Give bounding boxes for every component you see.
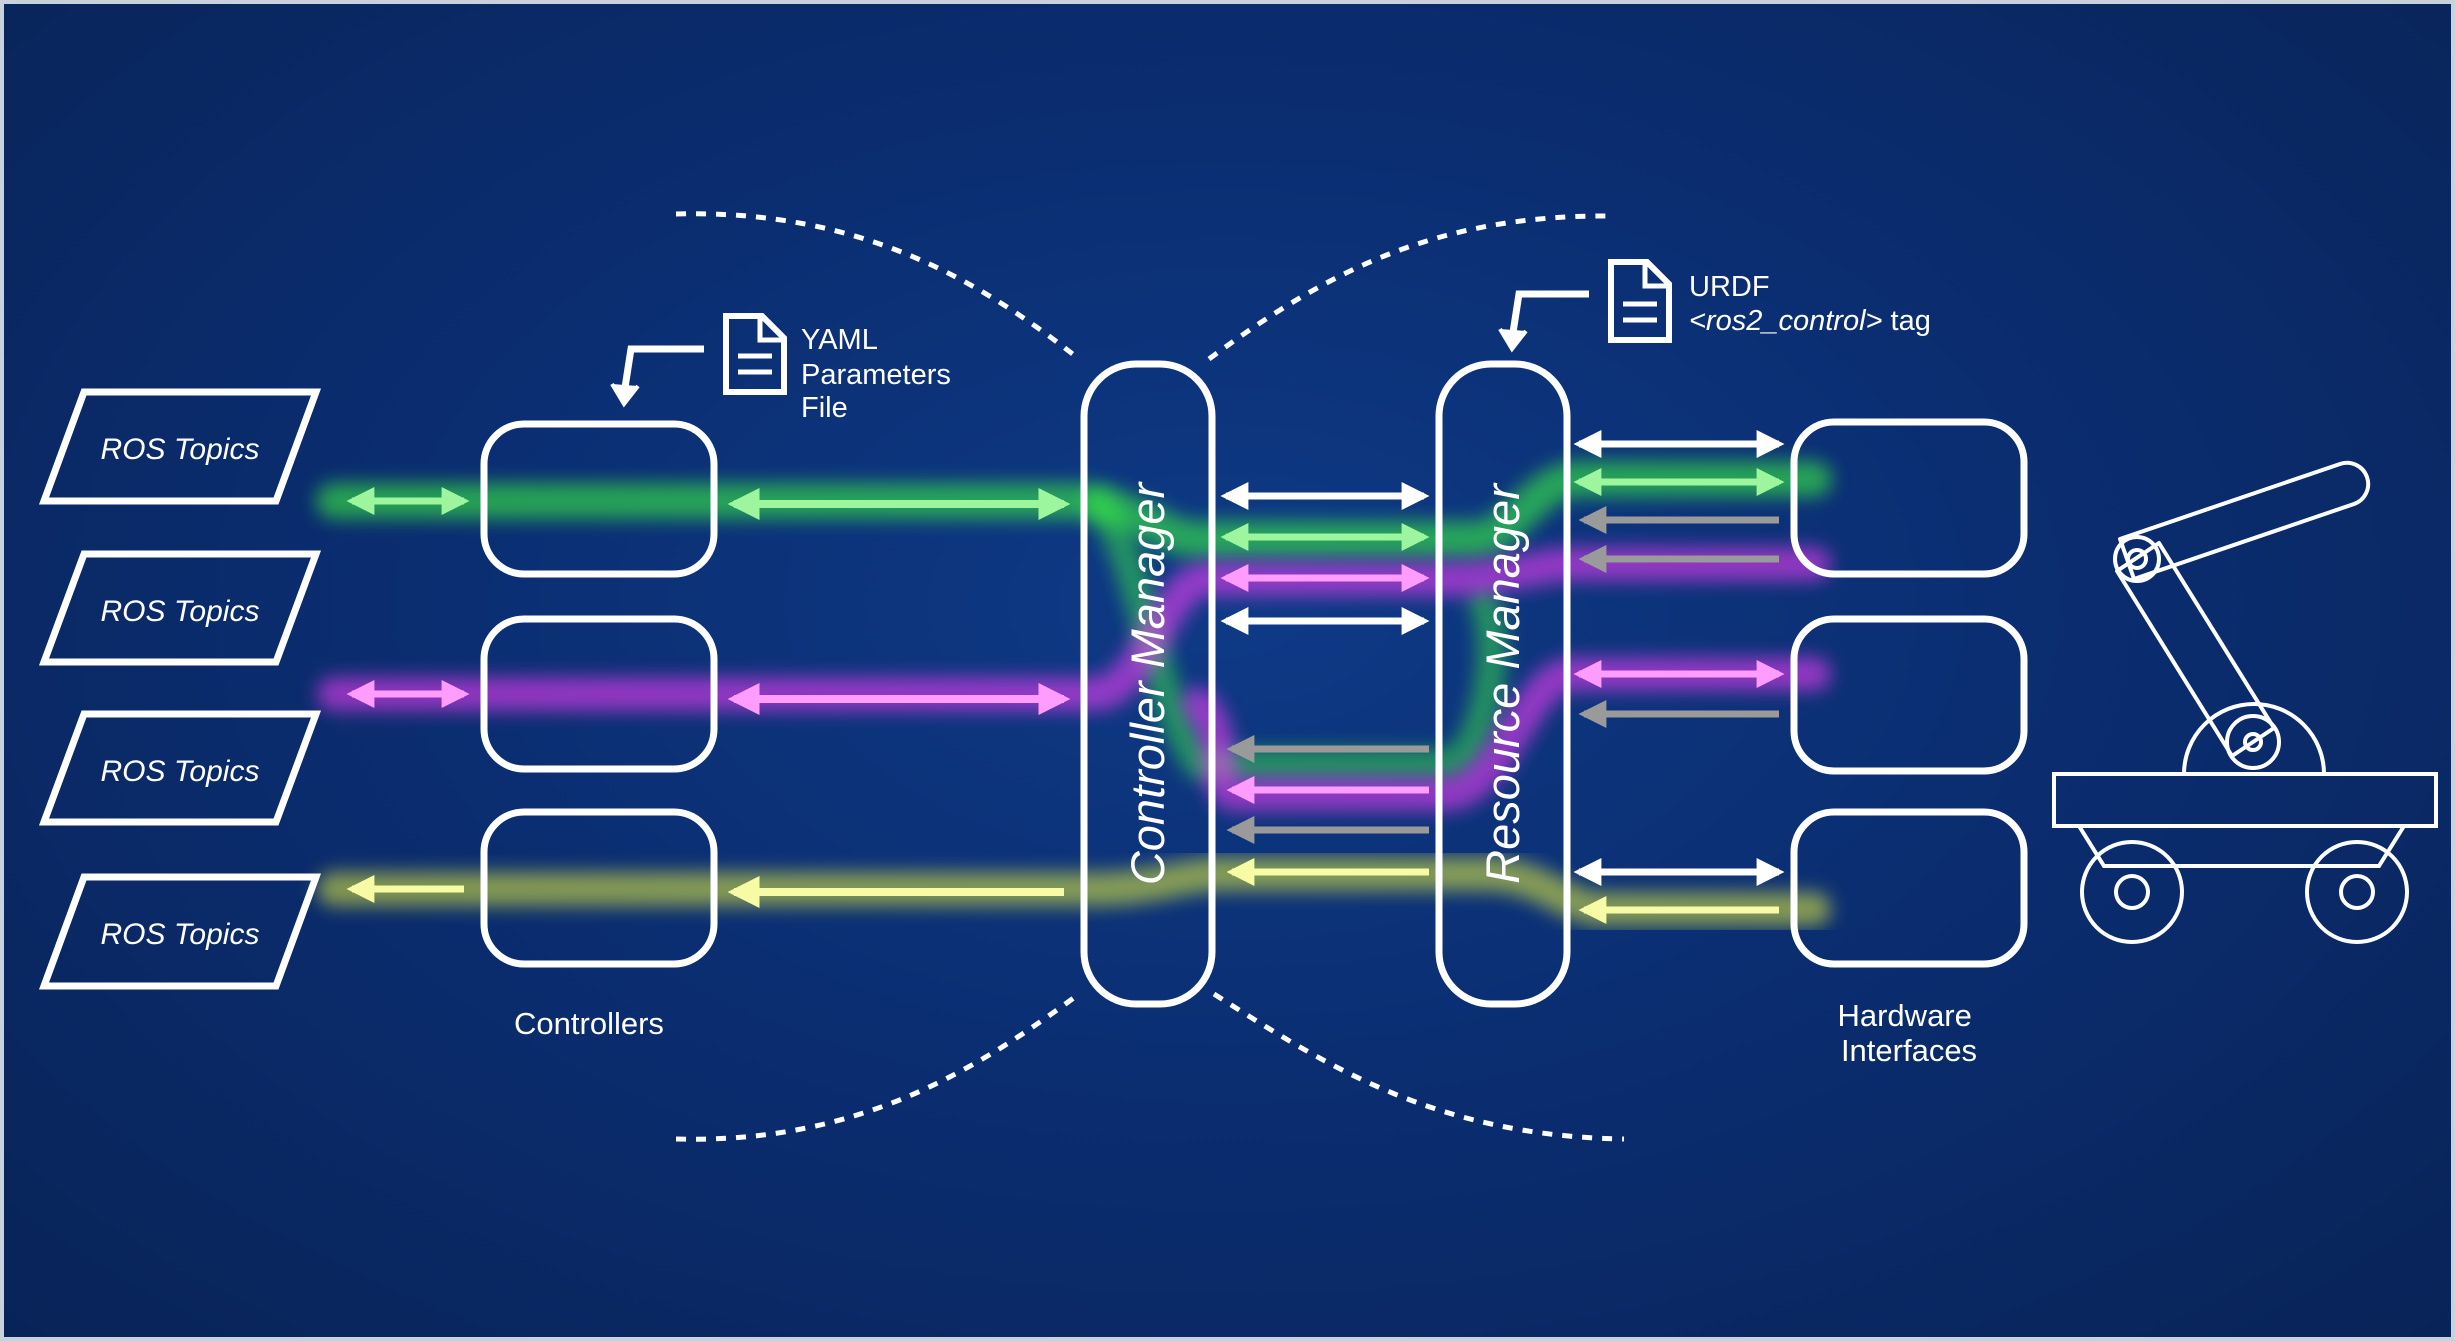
resource-manager[interactable]: Resource Manager xyxy=(1435,360,1571,1008)
urdf-tag-name: <ros2_control> xyxy=(1689,305,1882,337)
urdf-note: URDF <ros2_control> tag xyxy=(1498,259,1931,353)
magenta-signal-path xyxy=(317,547,1831,811)
hardware-interface-box-1[interactable] xyxy=(1790,418,2028,578)
ros-topic-label: ROS Topics xyxy=(101,595,260,628)
green-signal-path xyxy=(316,461,1832,779)
ros-topic-2[interactable]: ROS Topics xyxy=(38,550,322,666)
controller-manager[interactable]: Controller Manager xyxy=(1080,360,1216,1008)
hardware-interfaces-label: Hardware Interfaces xyxy=(1837,998,1980,1068)
urdf-note-title: URDF xyxy=(1689,271,1770,303)
yaml-parameters-note: YAML Parameters File xyxy=(610,313,959,424)
funnel-boundary xyxy=(675,211,1625,1142)
yaml-note-line: File xyxy=(801,392,848,424)
hardware-label-line: Hardware xyxy=(1837,998,1971,1033)
hardware-link-arrows xyxy=(1573,430,1785,924)
hardware-interface-box-3[interactable] xyxy=(1790,808,2028,968)
ros-topic-label: ROS Topics xyxy=(101,433,260,466)
ros-topic-label: ROS Topics xyxy=(101,918,260,951)
hardware-interfaces-column: Hardware Interfaces xyxy=(1790,418,2028,1068)
ros-topic-1[interactable]: ROS Topics xyxy=(38,388,322,505)
ros-topic-4[interactable]: ROS Topics xyxy=(38,873,322,990)
corner-arrow-icon xyxy=(620,345,704,395)
topic-controller-arrows xyxy=(346,487,470,903)
yaml-note-line: YAML xyxy=(801,324,878,356)
ros-topic-label: ROS Topics xyxy=(101,755,260,788)
yellow-signal-path xyxy=(317,857,1831,926)
controller-box-2[interactable] xyxy=(480,615,718,773)
ros2-control-architecture-diagram: ROS Topics ROS Topics ROS Topics ROS Top… xyxy=(38,211,2438,1142)
mobile-robot-arm-icon xyxy=(2052,460,2438,944)
urdf-tag-suffix: tag xyxy=(1882,305,1930,337)
controller-box-1[interactable] xyxy=(480,420,718,578)
urdf-note-tag-line: <ros2_control> tag xyxy=(1689,305,1931,337)
corner-arrow-icon xyxy=(1508,290,1589,340)
document-icon xyxy=(1608,259,1672,343)
document-icon xyxy=(723,313,787,395)
hardware-label-line: Interfaces xyxy=(1841,1033,1977,1068)
controller-box-3[interactable] xyxy=(480,808,718,968)
controllers-label: Controllers xyxy=(514,1006,664,1041)
yaml-note-text: YAML Parameters File xyxy=(801,324,959,424)
hardware-interface-box-2[interactable] xyxy=(1790,615,2028,775)
controller-manager-arrows xyxy=(727,488,1071,908)
ros-topic-3[interactable]: ROS Topics xyxy=(38,710,322,826)
manager-link-arrows xyxy=(1220,482,1430,886)
yaml-note-line: Parameters xyxy=(801,359,951,391)
resource-manager-label: Resource Manager xyxy=(1476,482,1529,884)
controllers-column: Controllers xyxy=(480,420,718,1041)
ros-topics-group: ROS Topics ROS Topics ROS Topics ROS Top… xyxy=(38,388,322,990)
controller-manager-label: Controller Manager xyxy=(1121,481,1174,886)
